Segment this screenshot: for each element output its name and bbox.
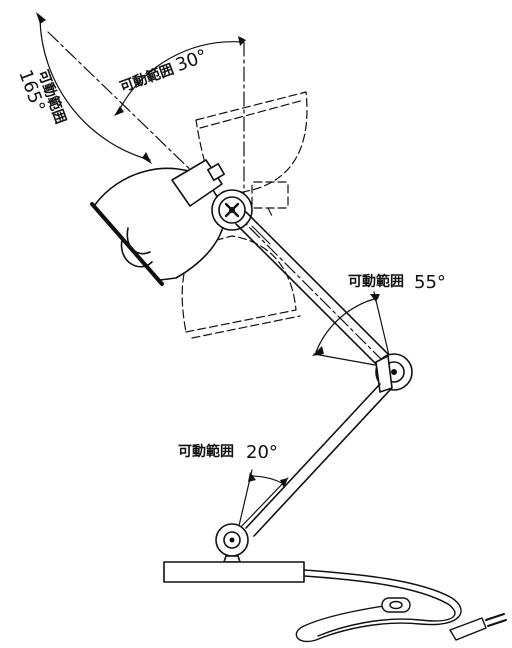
- arc-20: [251, 475, 285, 485]
- arm-center-line: [231, 209, 393, 371]
- label-55-text: 可動範囲: [348, 273, 404, 290]
- label-30-value: 30°: [173, 46, 210, 77]
- arc-55: [315, 297, 379, 353]
- arrowhead-30-right: [238, 36, 246, 46]
- ghost-shades: [181, 91, 308, 339]
- cord-switch: [381, 597, 411, 613]
- arc-30: [117, 41, 243, 113]
- head-pivot: [211, 189, 253, 231]
- lower-arm: [245, 383, 391, 537]
- label-20-text: 可動範囲: [178, 443, 234, 460]
- elbow-joint: [375, 353, 413, 393]
- label-20-value: 20°: [246, 442, 278, 463]
- lamp-shade: [90, 159, 227, 286]
- arrowhead-165-bottom: [142, 152, 152, 164]
- arrowhead-30-left: [114, 106, 124, 116]
- shade-rim: [90, 202, 164, 286]
- label-55-value: 55°: [414, 272, 446, 293]
- upper-arm: [235, 211, 395, 373]
- power-cord: [295, 569, 507, 643]
- label-30-text: 可動範囲: [118, 61, 176, 96]
- arc-165: [39, 17, 151, 161]
- base-plate: [163, 561, 305, 583]
- socket-cap: [207, 163, 225, 181]
- bulb: [120, 239, 153, 268]
- base-assembly: [163, 523, 305, 583]
- arrowhead-165-top: [36, 12, 46, 24]
